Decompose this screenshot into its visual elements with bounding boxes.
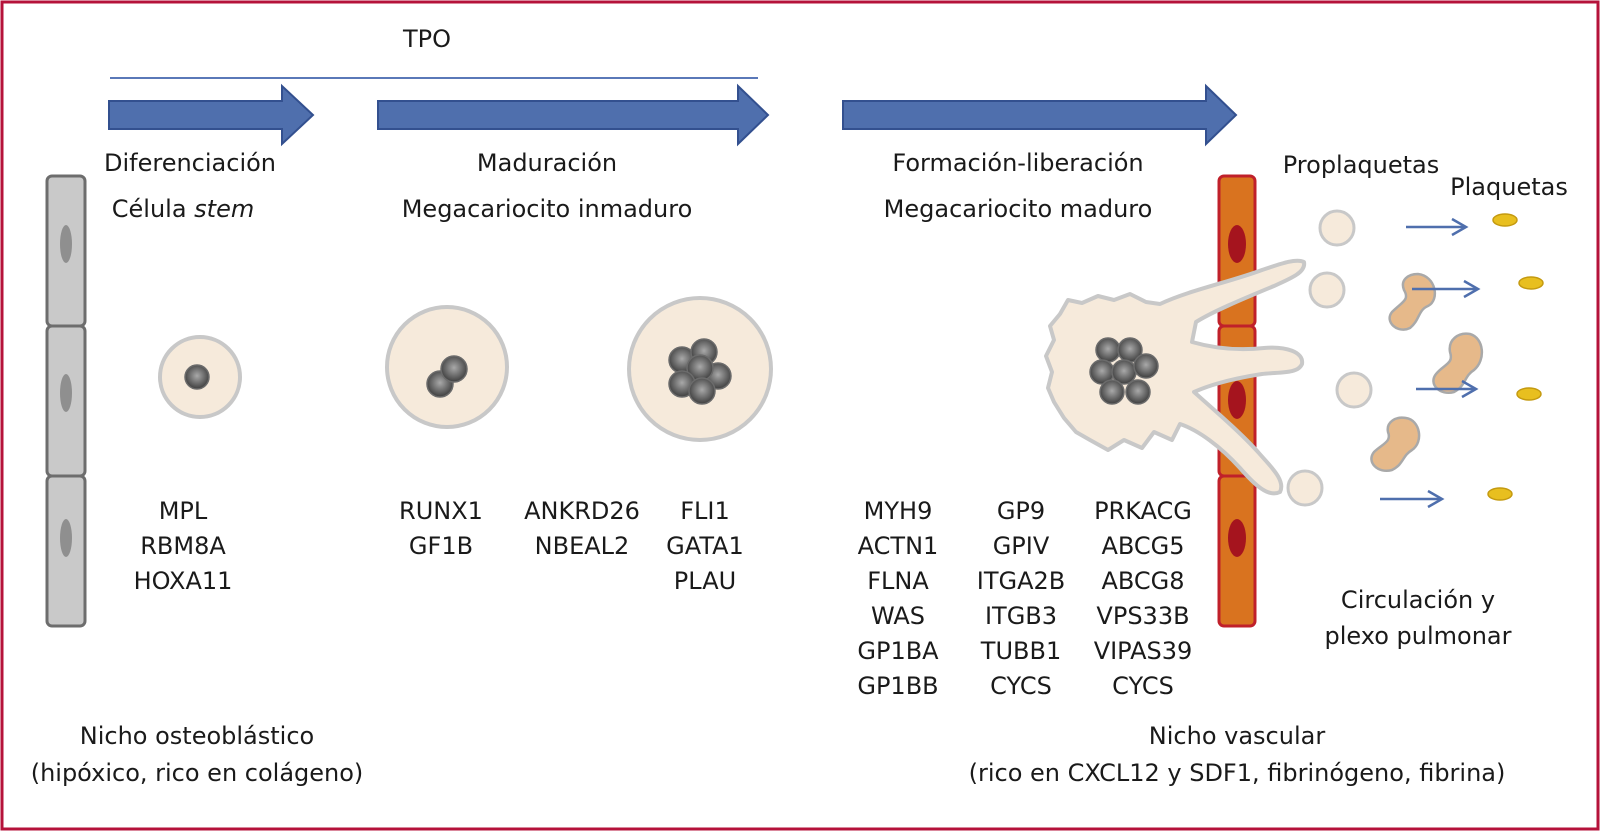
blood-vessel <box>1217 174 1257 628</box>
vascular-niche-label: Nicho vascular (rico en CXCL12 y SDF1, f… <box>969 718 1506 792</box>
gene-label: CYCS <box>990 672 1052 700</box>
tpo-label: TPO <box>402 25 452 53</box>
flow-arrows <box>1380 217 1481 509</box>
proplatelets <box>1286 209 1373 507</box>
gene-label: VPS33B <box>1096 602 1190 630</box>
stage-formation-label: Formación-liberación <box>892 149 1144 177</box>
gene-label: ITGA2B <box>976 567 1066 595</box>
stem-cell <box>158 335 242 419</box>
stem-cell-label: Célula stem <box>112 192 254 226</box>
stem-cell-label-italic: stem <box>194 195 255 223</box>
platelets-label: Plaquetas <box>1450 173 1568 201</box>
gene-label: VIPAS39 <box>1093 637 1193 665</box>
gene-label: FLNA <box>867 567 929 595</box>
gene-label: ITGB3 <box>984 602 1058 630</box>
gene-label: ABCG5 <box>1101 532 1185 560</box>
formation-arrow <box>842 83 1238 147</box>
gene-label: PRKACG <box>1094 497 1192 525</box>
genes-stem: MPL RBM8A HOXA11 <box>134 494 233 599</box>
gene-label: GPIV <box>992 532 1050 560</box>
gene-label: FLI1 <box>680 497 730 525</box>
immature-megakaryocyte-large <box>627 296 773 442</box>
maturation-arrow <box>377 83 770 147</box>
osteoblast-column <box>45 174 87 628</box>
genes-immature-3: FLI1 GATA1 PLAU <box>666 494 744 599</box>
gene-label: ACTN1 <box>857 532 939 560</box>
differentiation-arrow <box>108 83 315 147</box>
circulation-line: plexo pulmonar <box>1324 622 1512 650</box>
gene-label: RUNX1 <box>399 497 483 525</box>
gene-label: ABCG8 <box>1101 567 1185 595</box>
gene-label: CYCS <box>1112 672 1174 700</box>
gene-label: MPL <box>158 497 208 525</box>
gene-label: GATA1 <box>666 532 744 560</box>
gene-label: GP1BB <box>857 672 939 700</box>
gene-label: WAS <box>870 602 926 630</box>
stage-differentiation-label: Diferenciación <box>103 149 277 177</box>
genes-mature-3: PRKACG ABCG5 ABCG8 VPS33B VIPAS39 CYCS <box>1094 494 1193 704</box>
niche-description: (hipóxico, rico en colágeno) <box>30 759 364 787</box>
genes-mature-2: GP9 GPIV ITGA2B ITGB3 TUBB1 CYCS <box>977 494 1066 704</box>
gene-label: RBM8A <box>140 532 226 560</box>
platelets <box>1487 213 1544 501</box>
gene-label: GP9 <box>996 497 1046 525</box>
mature-megakaryocyte-label: Megacariocito maduro <box>883 195 1153 223</box>
genes-immature-1: RUNX1 GF1B <box>399 494 483 564</box>
proplatelets-label: Proplaquetas <box>1282 151 1440 179</box>
gene-label: GF1B <box>408 532 474 560</box>
stem-cell-label-prefix: Célula <box>111 195 195 223</box>
circulation-line: Circulación y <box>1340 586 1496 614</box>
gene-label: MYH9 <box>863 497 933 525</box>
stage-maturation-label: Maduración <box>476 149 618 177</box>
gene-label: NBEAL2 <box>534 532 630 560</box>
gene-label: HOXA11 <box>133 567 233 595</box>
gene-label: TUBB1 <box>980 637 1062 665</box>
gene-label: ANKRD26 <box>524 497 640 525</box>
proplatelet-chains <box>1370 272 1483 473</box>
niche-title: Nicho vascular <box>1148 722 1326 750</box>
niche-description: (rico en CXCL12 y SDF1, fibrinógeno, fib… <box>968 759 1506 787</box>
gene-label: GP1BA <box>857 637 939 665</box>
gene-label: PLAU <box>673 567 737 595</box>
immature-megakaryocyte-small <box>385 305 509 429</box>
circulation-label: Circulación y plexo pulmonar <box>1325 582 1512 654</box>
immature-megakaryocyte-label: Megacariocito inmaduro <box>401 195 693 223</box>
genes-mature-1: MYH9 ACTN1 FLNA WAS GP1BA GP1BB <box>857 494 938 704</box>
mature-megakaryocyte <box>1044 258 1307 496</box>
osteoblastic-niche-label: Nicho osteoblástico (hipóxico, rico en c… <box>31 718 364 792</box>
niche-title: Nicho osteoblástico <box>79 722 315 750</box>
genes-immature-2: ANKRD26 NBEAL2 <box>524 494 640 564</box>
